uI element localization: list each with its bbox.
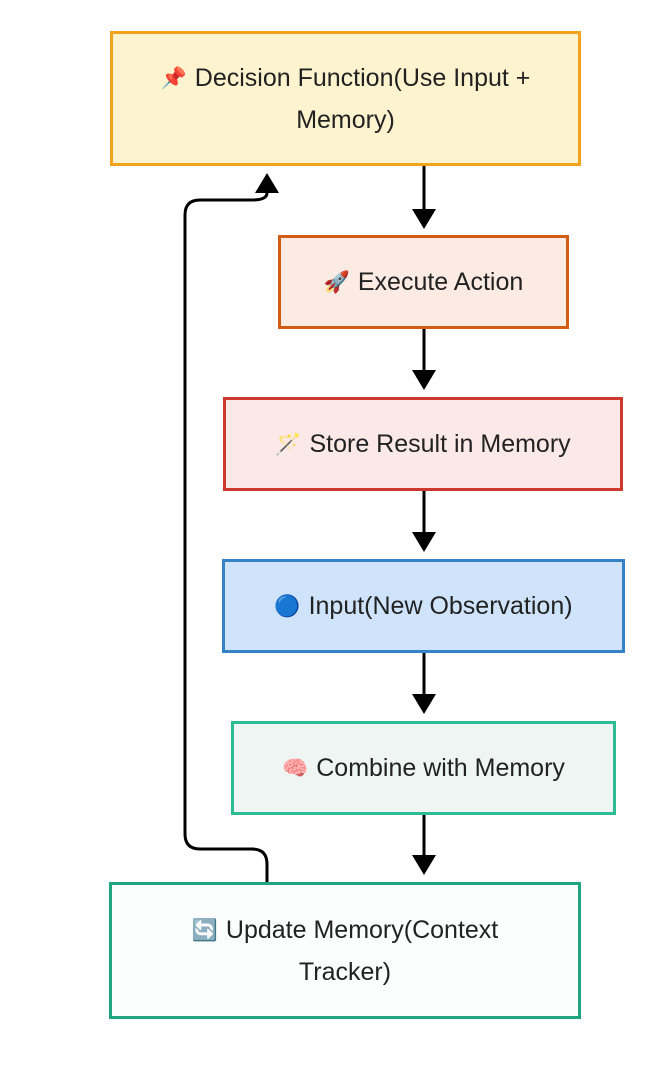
arrowhead-store-to-input [412, 532, 436, 552]
arrowhead-input-to-combine [412, 694, 436, 714]
node-execute-action: 🚀 Execute Action [278, 235, 569, 329]
arrowhead-execute-to-store [412, 370, 436, 390]
rocket-icon: 🚀 [323, 270, 350, 294]
blue-circle-icon: 🔵 [274, 594, 301, 618]
node-label: Execute Action [357, 268, 524, 296]
node-label: Combine with Memory [316, 754, 565, 782]
edge-update-to-decision [183, 190, 269, 882]
node-label: Store Result in Memory [309, 430, 571, 458]
node-label: Update Memory(Context Tracker) [225, 915, 499, 986]
node-label: Decision Function(Use Input + Memory) [194, 63, 531, 134]
node-combine-memory: 🧠 Combine with Memory [231, 721, 616, 815]
node-update-memory: 🔄 Update Memory(Context Tracker) [109, 882, 581, 1019]
node-input: 🔵 Input(New Observation) [222, 559, 625, 653]
arrowhead-decision-to-execute [412, 209, 436, 229]
brain-icon: 🧠 [282, 756, 309, 780]
node-store-result: 🪄 Store Result in Memory [223, 397, 623, 491]
arrowhead-combine-to-update [412, 855, 436, 875]
refresh-icon: 🔄 [191, 917, 218, 942]
node-decision-function: 📌 Decision Function(Use Input + Memory) [110, 31, 581, 166]
magic-wand-icon: 🪄 [275, 432, 302, 456]
arrowhead-update-to-decision [255, 173, 279, 193]
pushpin-icon: 📌 [160, 65, 187, 90]
node-label: Input(New Observation) [308, 592, 573, 620]
